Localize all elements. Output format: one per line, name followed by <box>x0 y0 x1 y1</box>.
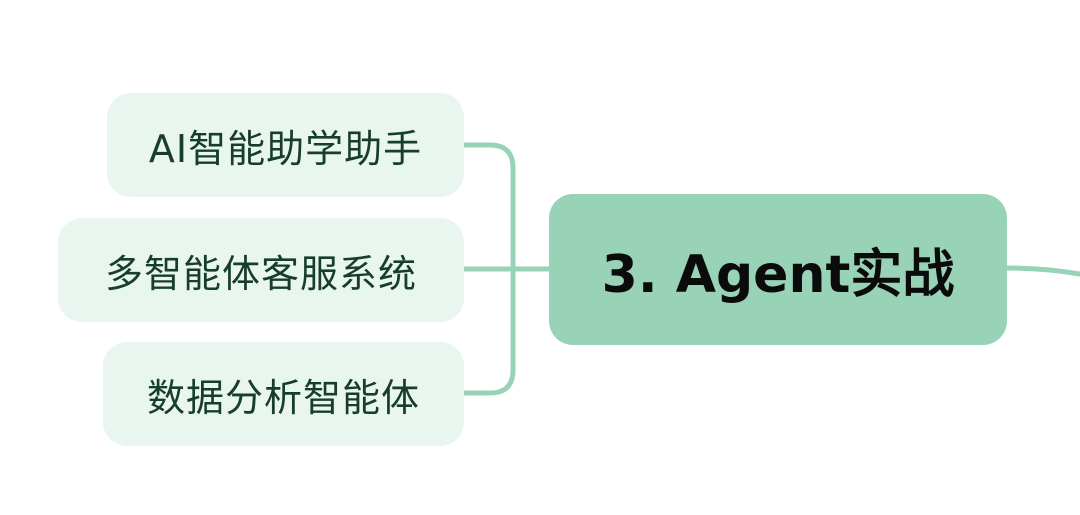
subtopic-label: AI智能助学助手 <box>148 126 423 171</box>
subtopic-node-data-analysis-agent[interactable]: 数据分析智能体 <box>103 342 464 446</box>
central-topic-label: 3. Agent实战 <box>601 245 955 305</box>
connector-to-parent <box>1004 265 1080 277</box>
subtopic-node-multi-agent-customer-service[interactable]: 多智能体客服系统 <box>58 218 464 322</box>
subtopic-label: 多智能体客服系统 <box>104 251 417 296</box>
connector-to-subtopic-1 <box>461 142 552 272</box>
connector-to-subtopic-3 <box>461 266 516 396</box>
central-topic-node[interactable]: 3. Agent实战 <box>549 194 1007 345</box>
subtopic-node-ai-study-assistant[interactable]: AI智能助学助手 <box>107 93 464 197</box>
subtopic-label: 数据分析智能体 <box>146 375 420 420</box>
